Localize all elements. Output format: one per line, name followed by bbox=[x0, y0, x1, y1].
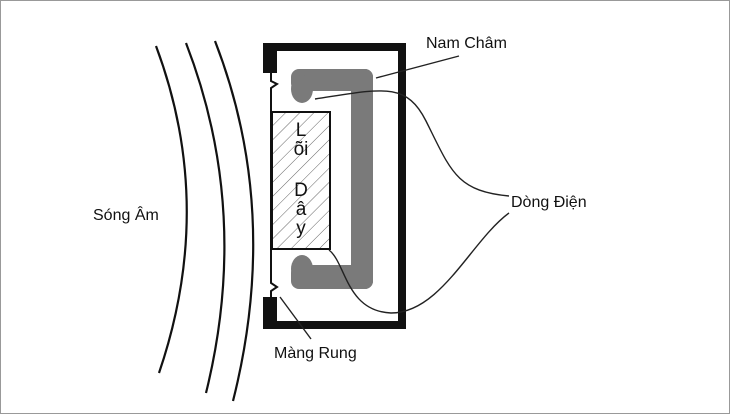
wire-top bbox=[314, 90, 510, 197]
current-label: Dòng Điện bbox=[511, 194, 587, 211]
sound-wave-label: Sóng Âm bbox=[93, 207, 159, 224]
wire-bottom bbox=[328, 212, 510, 314]
magnet bbox=[291, 69, 373, 289]
wave-arc-3 bbox=[213, 40, 255, 402]
magnet-label: Nam Châm bbox=[426, 35, 507, 52]
housing bbox=[263, 43, 406, 329]
diaphragm-leader bbox=[279, 296, 312, 340]
coil-core bbox=[271, 111, 331, 250]
sound-waves bbox=[154, 40, 255, 402]
wave-arc-2 bbox=[184, 42, 226, 394]
diaphragm-label: Màng Rung bbox=[274, 345, 357, 362]
core-label-1: Lõi bbox=[293, 120, 309, 160]
wires bbox=[279, 55, 510, 340]
magnet-leader bbox=[375, 55, 460, 79]
core-label-2: Dây bbox=[294, 180, 308, 239]
wave-arc-1 bbox=[154, 45, 188, 374]
